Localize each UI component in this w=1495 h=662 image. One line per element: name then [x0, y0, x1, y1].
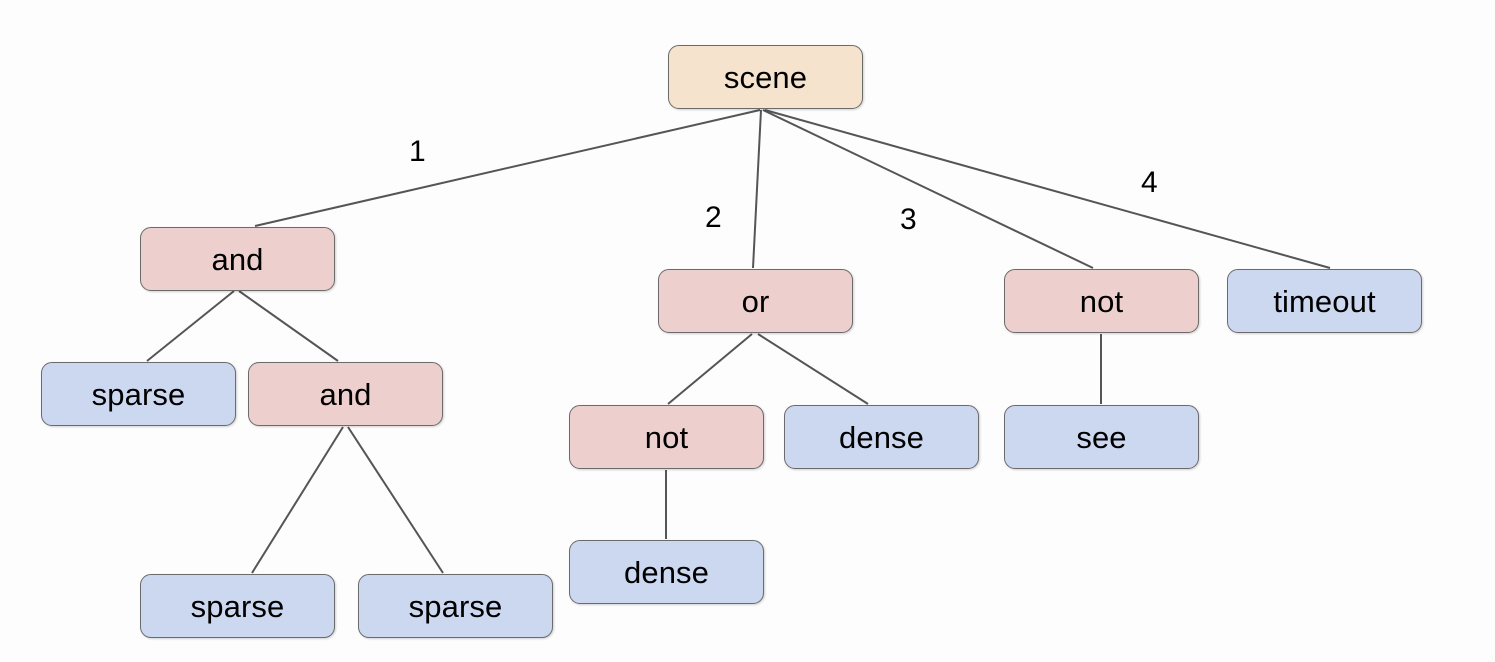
node-not1[interactable]: not: [1004, 269, 1199, 333]
node-label-dense2: dense: [624, 554, 709, 590]
node-label-not2: not: [644, 419, 689, 455]
edge-or1-to-not2: [667, 333, 753, 405]
node-label-sparse3: sparse: [408, 588, 503, 624]
node-not2[interactable]: not: [569, 405, 764, 469]
edge-and2-to-sparse3: [347, 426, 444, 574]
node-and2[interactable]: and: [248, 362, 443, 426]
node-label-and1: and: [211, 241, 264, 277]
node-label-scene: scene: [723, 59, 808, 95]
node-label-timeout1: timeout: [1273, 283, 1376, 319]
edge-and1-to-and2: [238, 290, 339, 362]
node-sparse1[interactable]: sparse: [41, 362, 236, 426]
edge-and2-to-sparse2: [251, 426, 344, 574]
node-sparse3[interactable]: sparse: [358, 574, 553, 638]
node-label-dense1: dense: [839, 419, 924, 455]
edge-scene-to-or1: [752, 109, 762, 269]
edge-scene-to-and1: [254, 109, 761, 227]
node-dense2[interactable]: dense: [569, 540, 764, 604]
edge-scene-to-not1: [762, 109, 1094, 269]
edge-or1-to-dense1: [757, 333, 869, 405]
edge-label-scene-to-timeout1: 4: [1141, 166, 1158, 199]
edge-label-scene-to-not1: 3: [900, 203, 917, 236]
edge-and1-to-sparse1: [146, 290, 235, 362]
node-sparse2[interactable]: sparse: [140, 574, 335, 638]
node-dense1[interactable]: dense: [784, 405, 979, 469]
node-label-see1: see: [1076, 419, 1127, 455]
edge-label-scene-to-and1: 1: [409, 135, 426, 168]
node-label-or1: or: [741, 283, 770, 319]
node-see1[interactable]: see: [1004, 405, 1199, 469]
node-scene[interactable]: scene: [668, 45, 863, 109]
edge-label-scene-to-or1: 2: [705, 201, 722, 234]
node-timeout1[interactable]: timeout: [1227, 269, 1422, 333]
node-label-sparse2: sparse: [190, 588, 285, 624]
node-and1[interactable]: and: [140, 227, 335, 291]
node-label-not1: not: [1079, 283, 1124, 319]
node-label-sparse1: sparse: [91, 376, 186, 412]
edge-scene-to-timeout1: [764, 109, 1331, 269]
node-label-and2: and: [319, 376, 372, 412]
node-or1[interactable]: or: [658, 269, 853, 333]
